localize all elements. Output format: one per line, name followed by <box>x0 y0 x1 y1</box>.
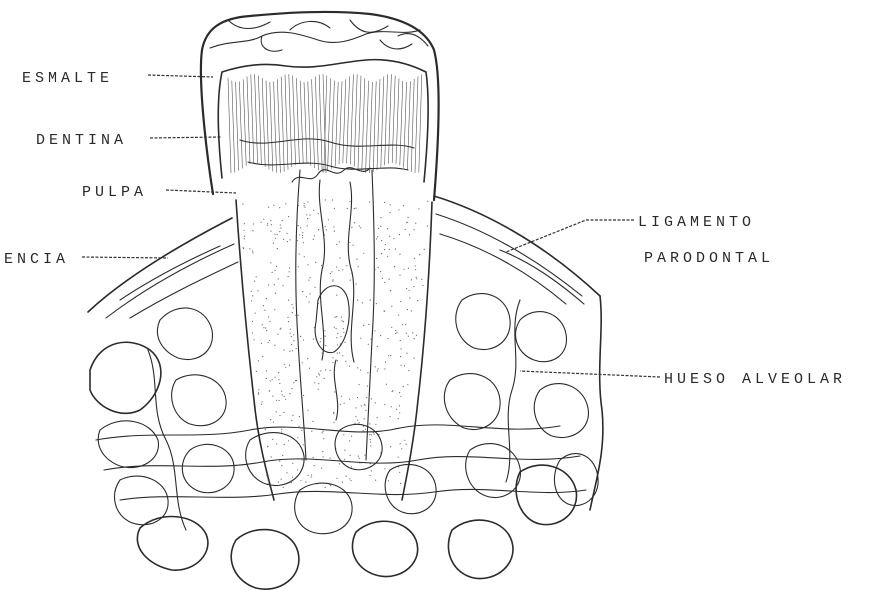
dentina-leader <box>150 137 222 138</box>
label-encia: ENCIA <box>4 251 69 268</box>
dentin-region <box>218 60 428 182</box>
label-parodontal: PARODONTAL <box>644 250 774 267</box>
ligamento-leader <box>506 220 634 252</box>
labels: ESMALTE DENTINA PULPA ENCIA LIGAMENTO PA… <box>4 70 846 388</box>
encia-leader <box>82 257 168 258</box>
label-ligamento: LIGAMENTO <box>638 214 755 231</box>
pulpa-leader <box>166 190 236 193</box>
label-esmalte: ESMALTE <box>22 70 113 87</box>
dentin-hatching <box>228 74 422 173</box>
label-dentina: DENTINA <box>36 132 127 149</box>
label-hueso-alveolar: HUESO ALVEOLAR <box>664 371 846 388</box>
alveolar-bone <box>90 294 603 590</box>
hueso-leader <box>520 371 660 377</box>
esmalte-leader <box>148 75 213 77</box>
tooth-root <box>236 168 432 500</box>
label-pulpa: PULPA <box>82 184 147 201</box>
gingiva <box>88 196 600 318</box>
